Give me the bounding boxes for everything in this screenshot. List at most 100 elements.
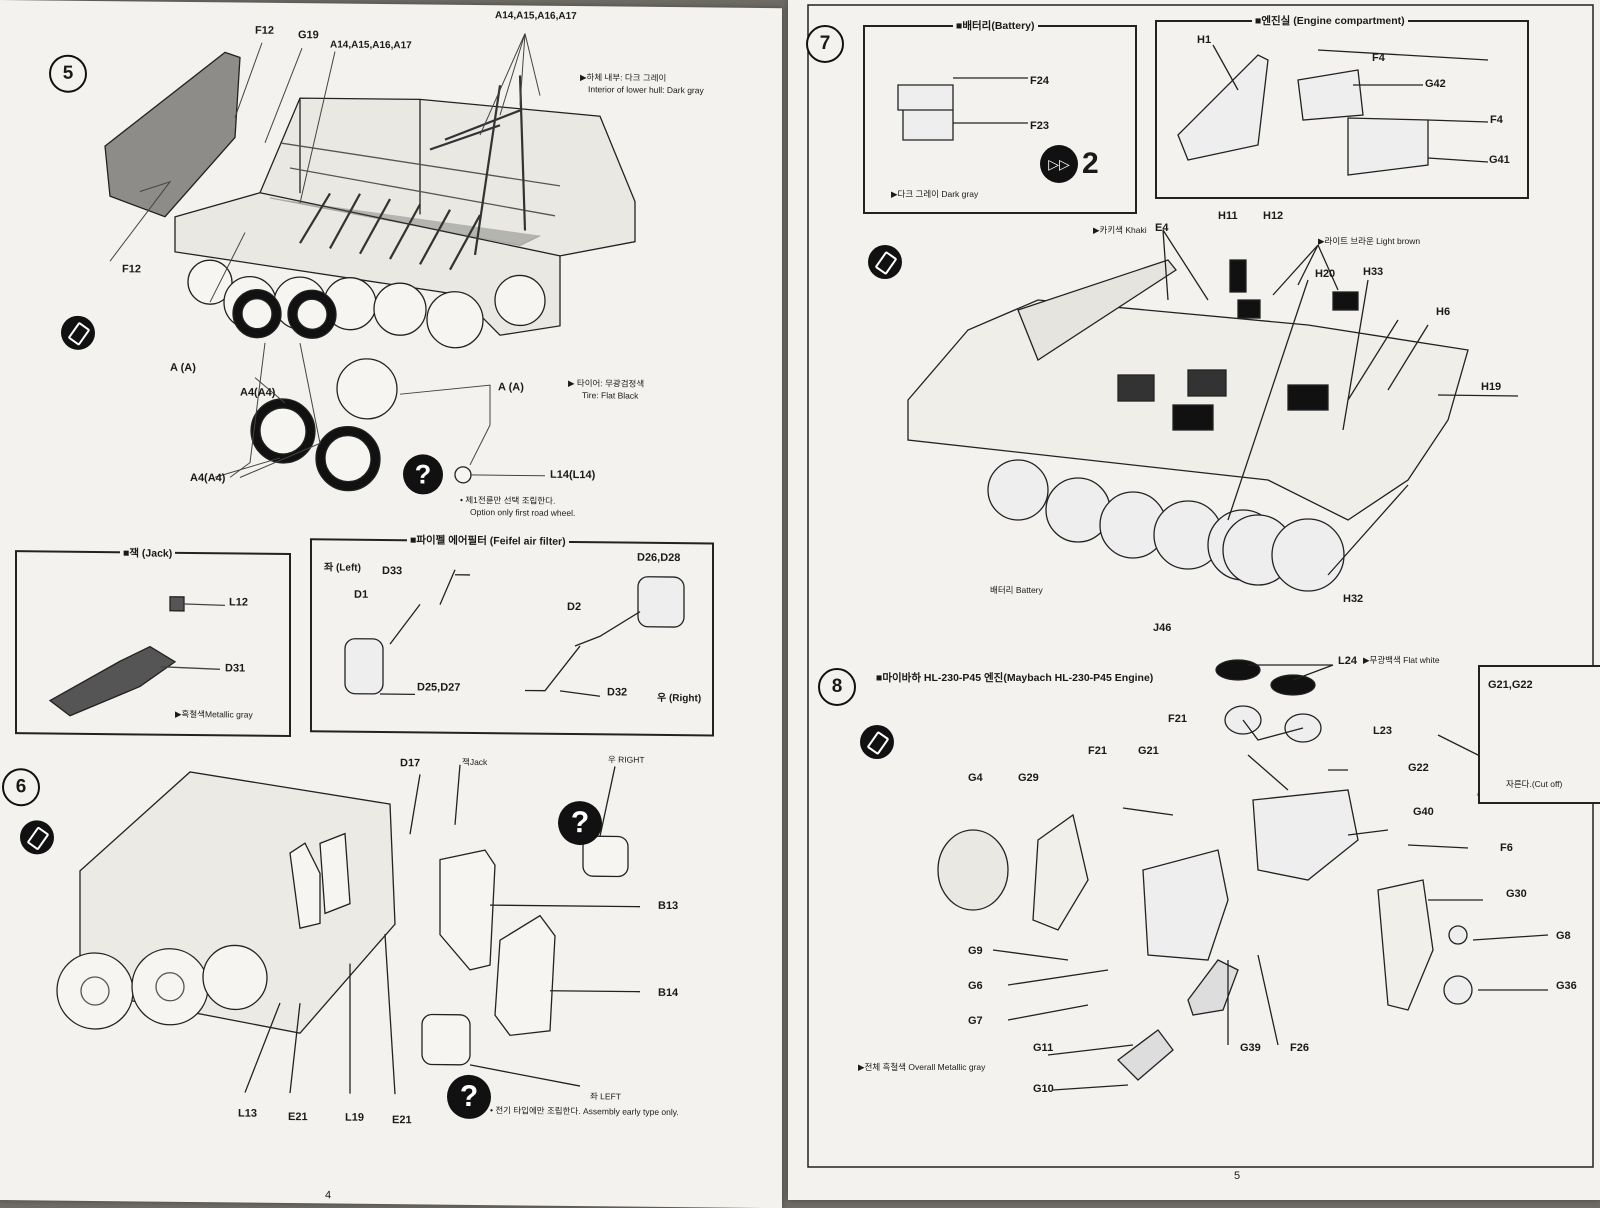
part-label-g42: G42: [1425, 78, 1446, 90]
marker-a-2: A (A): [498, 381, 524, 394]
part-label-l12: L12: [229, 596, 248, 609]
label-battery: 배터리 Battery: [990, 585, 1043, 595]
feifel-air-filter-box: ■파이펠 에어필터 (Feifel air filter) 좌 (Left) D…: [310, 532, 714, 737]
part-label-g36: G36: [1556, 980, 1577, 992]
jack-box: ■잭 (Jack) L12 D31 ▶흑철색Metallic gray: [15, 545, 291, 738]
label-right-side: 우 (Right): [657, 692, 702, 705]
engine-compartment-box: ■엔진실 (Engine compartment) H1 F4 G42 F4 G…: [1155, 13, 1529, 199]
note-lower-hull-en: Interior of lower hull: Dark gray: [588, 84, 704, 96]
part-label-e21-b: E21: [392, 1114, 412, 1127]
paint-icon: [61, 315, 95, 350]
part-label-g6: G6: [968, 980, 983, 992]
part-label-d1: D1: [354, 588, 369, 601]
part-label-d2: D2: [567, 600, 582, 614]
part-label-b14: B14: [658, 986, 679, 1000]
cut-box-title: G21,G22: [1488, 679, 1533, 691]
label-flat-white: ▶무광백색 Flat white: [1363, 655, 1440, 665]
note-first-wheel-en: Option only first road wheel.: [470, 506, 576, 519]
lower-hull-drawing: [174, 97, 636, 336]
part-label-a14-group-top: A14,A15,A16,A17: [495, 10, 577, 23]
label-left: 좌 LEFT: [590, 1091, 621, 1102]
part-label-e4: E4: [1155, 222, 1169, 234]
part-label-g10: G10: [1033, 1083, 1054, 1095]
part-label-f21-a: F21: [1168, 713, 1187, 725]
jack-box-title: ■잭 (Jack): [120, 545, 176, 561]
part-label-d26-d28: D26,D28: [637, 551, 681, 565]
part-label-l24: L24: [1338, 655, 1357, 667]
part-label-g7: G7: [968, 1015, 983, 1027]
part-label-g19: G19: [298, 29, 319, 42]
label-khaki: ▶카키색 Khaki: [1093, 225, 1147, 235]
instruction-page-left: 5 F12 G19 A14,A15,A16,A17 A14,A15,A16,A1…: [0, 0, 782, 1208]
battery-box: ■배터리(Battery) F24 F23 ▷▷ 2 ▶다크 그레이 Dark …: [863, 18, 1137, 214]
part-label-d33: D33: [382, 565, 403, 578]
part-label-f21-b: F21: [1088, 745, 1107, 757]
quantity-badge: ▷▷ 2: [1040, 145, 1099, 183]
part-label-g9: G9: [968, 945, 983, 957]
part-label-h32: H32: [1343, 593, 1364, 605]
part-label-h33: H33: [1363, 266, 1384, 278]
part-label-d17: D17: [400, 757, 421, 770]
part-label-b13: B13: [658, 899, 679, 913]
part-label-l23: L23: [1373, 725, 1392, 737]
part-label-g40: G40: [1413, 806, 1434, 818]
feifel-box-title: ■파이펠 에어필터 (Feifel air filter): [407, 532, 569, 549]
option-question-icon: ?: [403, 454, 443, 495]
fender-b14-drawing: [494, 914, 556, 1037]
page-number-right: 5: [1234, 1170, 1241, 1182]
step-5-number: 5: [49, 54, 87, 93]
hull-rear-detail-drawing: [79, 771, 396, 1034]
engine-box-title: ■엔진실 (Engine compartment): [1252, 13, 1408, 28]
label-left-side: 좌 (Left): [324, 562, 361, 574]
part-label-e21-a: E21: [288, 1111, 308, 1124]
flywheel-drawing: [937, 829, 1009, 911]
part-label-g39: G39: [1240, 1042, 1261, 1054]
note-tire-ko: ▶ 타이어: 무광검정색: [568, 377, 645, 389]
step-8-number: 8: [818, 668, 856, 706]
battery-box-title: ■배터리(Battery): [953, 18, 1038, 33]
part-label-f23: F23: [1030, 120, 1049, 132]
paint-icon-step8: [860, 725, 894, 759]
part-label-f12-left: F12: [122, 263, 141, 276]
part-label-a4-2: A4(A4): [190, 471, 226, 485]
part-label-d31: D31: [225, 662, 246, 675]
battery-paint-note: ▶다크 그레이 Dark gray: [891, 189, 979, 199]
part-label-f4-b: F4: [1490, 114, 1503, 126]
option-question-icon-right: ?: [558, 800, 602, 846]
label-right: 우 RIGHT: [608, 754, 645, 765]
marker-a-1: A (A): [170, 361, 196, 375]
part-label-j46: J46: [1153, 622, 1172, 634]
part-label-h12: H12: [1263, 210, 1284, 222]
part-label-l14: L14(L14): [550, 468, 596, 482]
step-8-title: ■마이바하 HL-230-P45 엔진(Maybach HL-230-P45 E…: [876, 672, 1154, 684]
part-label-g41: G41: [1489, 154, 1510, 166]
cut-off-box: G21,G22 자른다.(Cut off): [1478, 665, 1600, 804]
paint-icon-step7: [868, 245, 902, 279]
part-label-g11: G11: [1033, 1042, 1054, 1054]
part-label-g4: G4: [968, 772, 983, 784]
part-label-f6: F6: [1500, 842, 1513, 854]
quantity-value: 2: [1082, 147, 1099, 180]
part-label-h1: H1: [1197, 34, 1212, 46]
note-lower-hull-ko: ▶하체 내부: 다크 그레이: [580, 72, 667, 83]
part-label-h20: H20: [1315, 268, 1336, 280]
part-label-g30: G30: [1506, 888, 1527, 900]
option-question-icon-left: ?: [447, 1074, 491, 1120]
label-light-brown: ▶라이트 브라운 Light brown: [1318, 236, 1421, 246]
note-early-type: • 전기 타입에만 조립한다. Assembly early type only…: [490, 1105, 679, 1118]
note-tire-en: Tire: Flat Black: [582, 390, 639, 401]
part-label-f4-a: F4: [1372, 52, 1385, 64]
part-label-g29: G29: [1018, 772, 1039, 784]
part-label-h6: H6: [1436, 306, 1451, 318]
part-label-l13: L13: [238, 1107, 257, 1120]
step-7-number: 7: [806, 25, 844, 63]
part-label-h11: H11: [1218, 210, 1238, 222]
part-label-g8: G8: [1556, 930, 1571, 942]
part-label-d32: D32: [607, 686, 628, 699]
upper-hull-drawing: [907, 299, 1469, 521]
part-label-f26: F26: [1290, 1042, 1309, 1054]
part-label-a4-1: A4(A4): [240, 386, 276, 399]
part-label-a14-group: A14,A15,A16,A17: [330, 39, 412, 52]
rear-plate-drawing: [104, 51, 241, 218]
part-label-f12: F12: [255, 24, 274, 37]
